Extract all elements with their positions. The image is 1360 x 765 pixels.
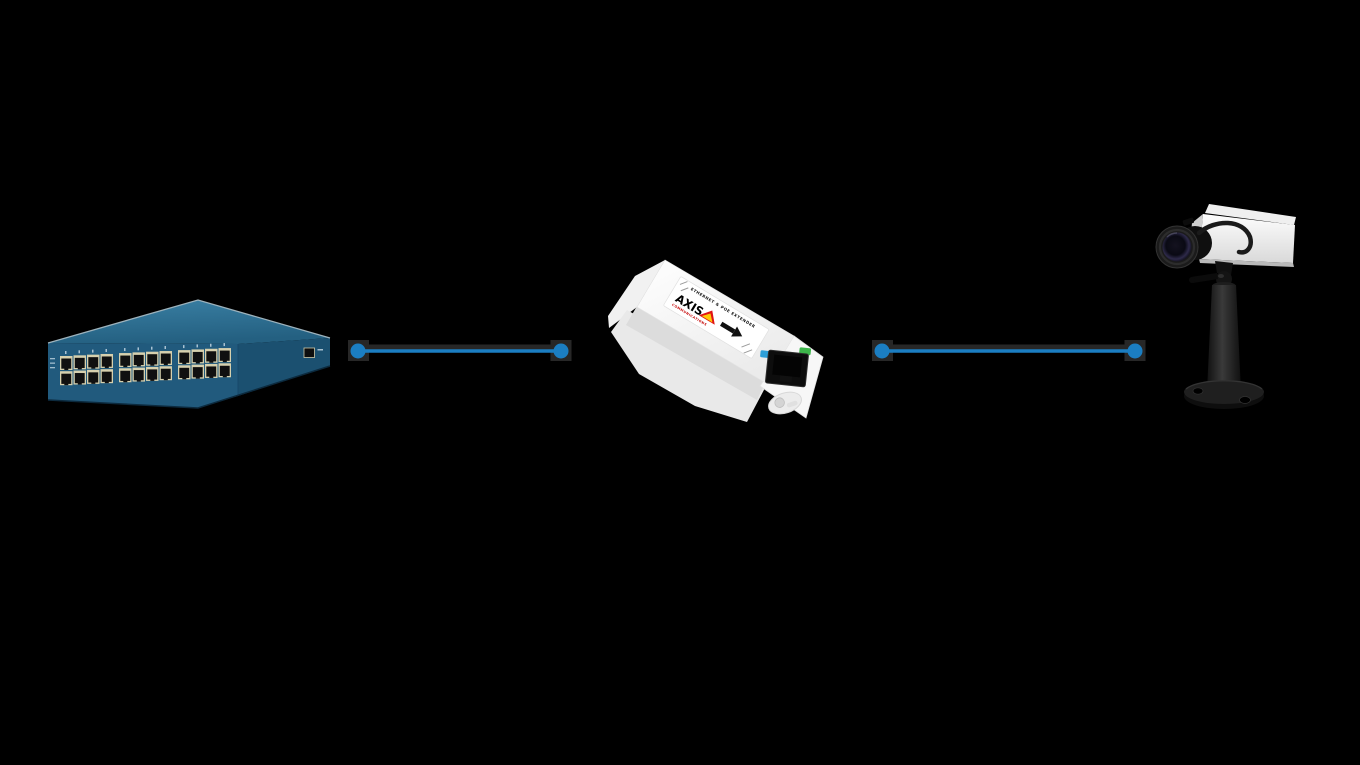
camera-lens [1155,217,1212,269]
stand-column [1207,285,1241,391]
rj45-port-part [137,347,139,351]
rj45-port-part [209,360,214,363]
rj45-port-part [196,344,198,348]
rj45-port-part [120,370,131,381]
extender-screw-recess [768,391,802,415]
camera-body-top-face [1205,204,1296,225]
rj45-port-part [182,361,187,365]
rj45-port-part [77,382,82,385]
rj45-port-part [160,353,171,364]
rj45-port-part [77,367,82,370]
camera-cable [1196,220,1253,255]
rj45-port-part [136,364,141,367]
rj45-port-part [123,364,128,368]
cable-endpoint [874,343,890,359]
rj45-port-part [219,365,230,376]
rj45-port-part [164,346,166,350]
rj45-port-part [64,367,69,370]
rj45-port-part [61,373,72,384]
switch-led-labels [50,358,55,369]
switch-side-face [238,338,330,396]
rj45-port-part [64,383,69,386]
network-camera [1155,204,1296,409]
rj45-port-part [74,373,85,384]
rj45-port-part [92,349,94,353]
rj45-port-part [88,372,99,383]
rj45-port-part [101,371,112,382]
rj45-port-part [104,365,109,368]
rj45-port-part [123,380,128,383]
rj45-port-part [222,359,227,363]
rj45-port-part [147,369,158,380]
connection-switch-extender [348,340,572,361]
extender-side-face [626,306,766,400]
rj45-port-part [91,366,96,369]
camera-body-bottom-shade [1199,259,1294,267]
rj45-port-part [150,363,155,366]
switch-console-port [303,347,323,358]
network-switch [47,299,331,409]
rj45-port-part [163,362,168,366]
base-screw-hole [1192,387,1204,395]
switch-top-face [48,300,330,344]
switch-back-edge-highlight [47,299,331,344]
rj45-port-part [182,377,187,380]
switch-bottom-edge [47,365,331,409]
rj45-port-part [195,376,200,379]
rj45-port-part [179,352,190,363]
rj45-port-part [61,358,72,369]
rj45-port-part [101,356,112,367]
poe-extender: ETHERNET & POE EXTENDER AXIS COMMUNICATI… [608,259,824,422]
axis-logo-triangle-icon [698,310,715,325]
rj45-port-part [78,350,80,354]
rj45-port-part [192,351,203,363]
rj45-port-part [124,348,126,352]
rj45-port-part [65,351,67,354]
data-direction-arrow-icon [720,321,743,337]
rj45-port-part [104,380,109,384]
rj45-port-part [120,355,131,366]
rj45-port-part [210,343,212,347]
rj45-port-part [133,354,144,366]
rj45-port-part [195,361,200,364]
stand-lock-lever [1191,273,1218,283]
connection-extender-camera [872,340,1146,361]
rj45-port-part [160,368,171,379]
cable-endpoint [350,343,366,359]
rj45-port-part [219,350,230,361]
lens-glass [1162,232,1192,262]
camera-stand [1184,261,1264,409]
rj45-port-part [192,367,203,378]
rj45-port-part [179,367,190,378]
rj45-port-part [223,343,225,347]
extender-port-group [760,347,812,388]
rj45-port-part [147,354,158,365]
label-fine-print [679,281,753,354]
rj45-port-part [151,346,153,350]
rj45-port-part [150,378,155,381]
extender-rear-facet [608,260,665,328]
switch-ports-group [60,343,231,386]
cable-endpoint [1127,343,1143,359]
rj45-port-part [163,378,168,381]
rj45-port-part [133,370,144,381]
rj45-port-part [209,375,214,378]
rj45-port-part [206,366,217,377]
rj45-port-part [74,357,85,369]
rj45-port-part [88,357,99,368]
rj45-port-part [222,375,227,378]
rj45-port-part [183,345,185,349]
base-screw-hole [1239,396,1251,404]
rj45-port-part [206,351,217,362]
cable-endpoint [553,343,569,359]
camera-body-front-face [1199,214,1295,263]
rj45-port-part [136,379,141,382]
rj45-port-part [105,348,107,352]
rj45-port-part [91,381,96,384]
